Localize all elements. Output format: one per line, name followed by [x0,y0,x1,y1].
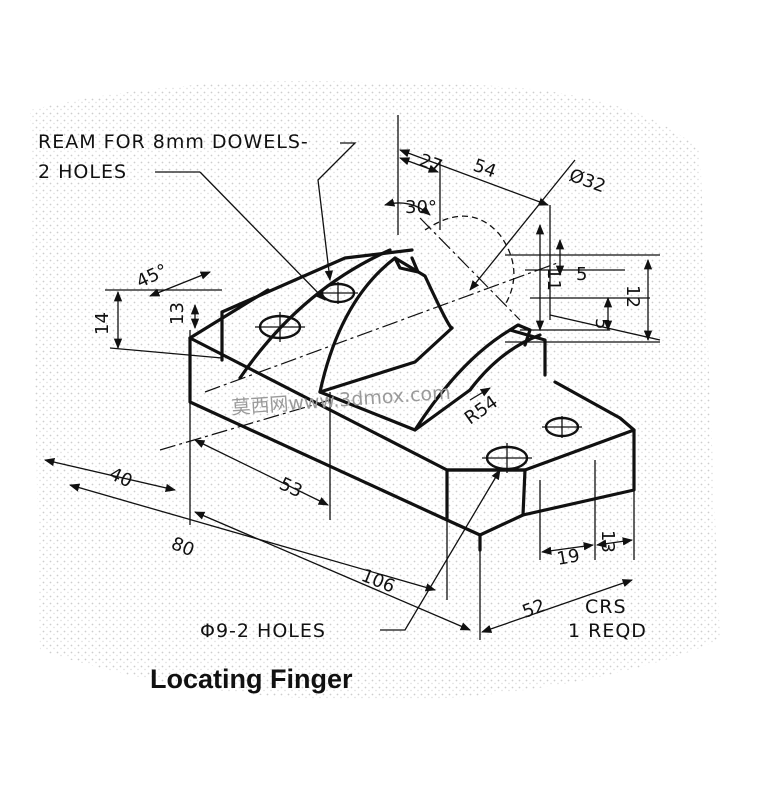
material-note: CRS [585,596,627,618]
keyway-right [508,323,532,347]
dim-13-left: 13 [167,302,188,325]
chamfer-face [521,428,636,517]
quantity-note: 1 REQD [568,620,647,642]
dim-11: 11 [543,268,564,291]
centre-lines [159,215,561,451]
holes-note: Φ9-2 HOLES [200,620,326,642]
angle-30: 30° [405,197,437,218]
dim-5-mid: 5 [591,318,612,329]
dim-5-top: 5 [576,264,587,285]
dim-12: 12 [622,285,643,308]
ream-note-line2: 2 HOLES [38,161,127,183]
left-arc-fin [238,248,454,394]
dim-13-right: 13 [597,530,618,553]
ream-note-line1: REAM FOR 8mm DOWELS- [38,131,309,153]
dimension-lines [43,115,661,640]
dim-14: 14 [92,312,113,335]
left-block [220,248,414,362]
dim-19: 19 [555,545,581,570]
keyway-top [393,256,420,274]
drawing-title: Locating Finger [150,664,353,694]
channel-edge [318,326,454,394]
